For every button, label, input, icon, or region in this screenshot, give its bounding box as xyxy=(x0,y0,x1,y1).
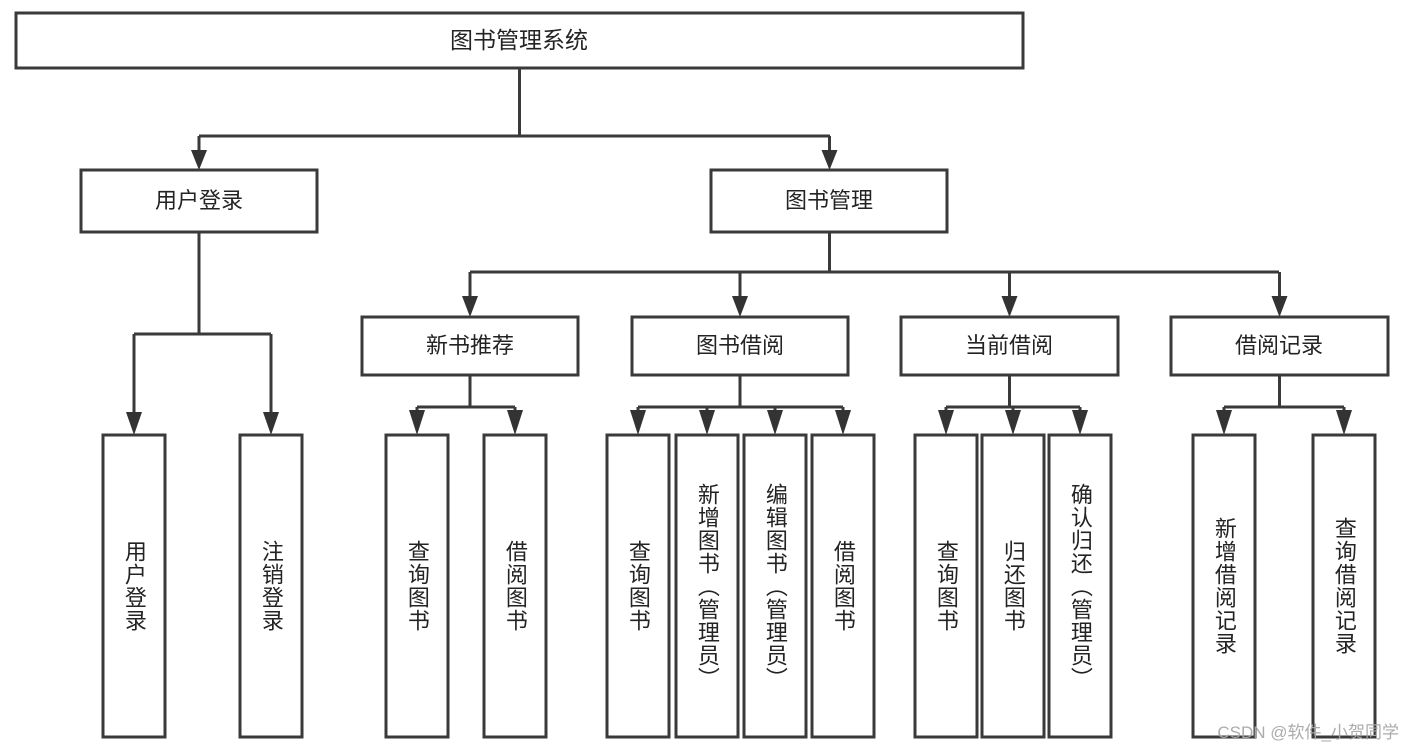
arrow-head-leaf-confirm-return xyxy=(1072,410,1088,435)
leaf-query-book-1-box[interactable] xyxy=(384,433,450,739)
connector-group-borrow-record xyxy=(1216,375,1352,435)
arrow-head-leaf-query-borrow-record xyxy=(1336,410,1352,435)
connector-group-book-management xyxy=(462,232,1288,317)
leaf-boxes xyxy=(101,433,1377,739)
node-user-login-label: 用户登录 xyxy=(155,188,243,213)
node-new-book-recommend-label: 新书推荐 xyxy=(426,333,514,358)
node-book-management-label: 图书管理 xyxy=(785,188,873,213)
leaf-user-login-box[interactable] xyxy=(101,433,167,739)
leaf-query-book-2-box[interactable] xyxy=(605,433,671,739)
connector-group-root xyxy=(191,68,838,170)
arrow-head-leaf-query-book-1 xyxy=(409,410,425,435)
arrow-head-leaf-add-borrow-record xyxy=(1216,410,1232,435)
leaf-query-borrow-record-box[interactable] xyxy=(1311,433,1377,739)
node-book-borrow-label: 图书借阅 xyxy=(696,333,784,358)
node-borrow-record-box[interactable] xyxy=(1169,315,1390,377)
arrow-head-leaf-query-book-2 xyxy=(630,410,646,435)
node-current-borrow[interactable]: 当前借阅 xyxy=(899,315,1120,377)
node-borrow-record[interactable]: 借阅记录 xyxy=(1169,315,1390,377)
arrow-head-new-book-recommend xyxy=(462,296,478,317)
connector-group-new-book-recommend xyxy=(409,375,523,435)
arrow-head-book-management xyxy=(821,150,838,170)
connector-group-current-borrow xyxy=(938,375,1088,435)
node-current-borrow-box[interactable] xyxy=(899,315,1120,377)
node-root-box[interactable] xyxy=(14,11,1025,70)
leaf-confirm-return-box[interactable] xyxy=(1047,433,1113,739)
arrow-head-book-borrow xyxy=(732,296,748,317)
node-new-book-recommend[interactable]: 新书推荐 xyxy=(360,315,580,377)
arrow-head-leaf-borrow-book-1 xyxy=(507,410,523,435)
node-root-label: 图书管理系统 xyxy=(450,27,588,53)
leaf-borrow-book-2-box[interactable] xyxy=(810,433,876,739)
arrow-head-leaf-borrow-book-2 xyxy=(835,410,851,435)
csdn-watermark: CSDN @软件_小贺同学 xyxy=(1217,723,1399,742)
arrow-head-leaf-user-login xyxy=(126,412,142,435)
leaf-query-book-3-box[interactable] xyxy=(913,433,979,739)
node-book-management[interactable]: 图书管理 xyxy=(709,168,949,234)
node-root[interactable]: 图书管理系统 xyxy=(14,11,1025,70)
node-new-book-recommend-box[interactable] xyxy=(360,315,580,377)
leaf-add-book-box[interactable] xyxy=(674,433,740,739)
leaf-logout-box[interactable] xyxy=(238,433,304,739)
leaf-edit-book-box[interactable] xyxy=(742,433,808,739)
node-user-login[interactable]: 用户登录 xyxy=(79,168,319,234)
node-book-borrow-box[interactable] xyxy=(630,315,850,377)
connector-group-book-borrow xyxy=(630,375,851,435)
connector-group-user-login xyxy=(126,232,279,435)
node-current-borrow-label: 当前借阅 xyxy=(965,333,1053,358)
arrow-head-borrow-record xyxy=(1271,296,1288,317)
arrow-head-leaf-logout xyxy=(263,412,279,435)
arrow-head-leaf-edit-book xyxy=(767,410,783,435)
node-book-management-box[interactable] xyxy=(709,168,949,234)
leaf-add-borrow-record-box[interactable] xyxy=(1191,433,1257,739)
leaf-return-book-box[interactable] xyxy=(980,433,1046,739)
arrow-head-leaf-return-book xyxy=(1005,410,1021,435)
arrow-head-user-login xyxy=(191,150,207,170)
leaf-borrow-book-1-box[interactable] xyxy=(482,433,548,739)
node-borrow-record-label: 借阅记录 xyxy=(1235,333,1323,358)
node-book-borrow[interactable]: 图书借阅 xyxy=(630,315,850,377)
arrow-head-leaf-add-book xyxy=(699,410,715,435)
node-user-login-box[interactable] xyxy=(79,168,319,234)
arrow-head-leaf-query-book-3 xyxy=(938,410,954,435)
arrow-head-current-borrow xyxy=(1001,296,1018,317)
